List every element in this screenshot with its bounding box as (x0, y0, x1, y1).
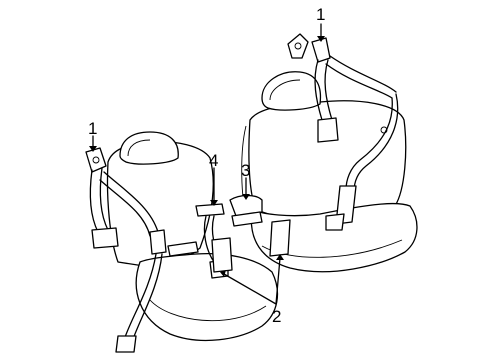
center-buckle-2 (211, 237, 233, 273)
leader-2b (275, 257, 281, 305)
right-retractor (317, 117, 339, 143)
right-seat-cushion (250, 202, 418, 273)
buckle-2-right (269, 219, 291, 257)
left-upper-anchor (85, 147, 107, 173)
center-buckles (167, 194, 291, 279)
left-shoulder-belt (85, 147, 167, 353)
buckle-4 (195, 203, 225, 217)
left-seat (106, 131, 279, 342)
right-upper-anchor (287, 33, 309, 59)
callout-1-top: 1 (316, 5, 325, 24)
callout-leaders (89, 23, 325, 305)
left-seat-headrest (119, 131, 179, 165)
leader-2a (223, 273, 277, 305)
right-seat-headrest (261, 71, 322, 111)
left-seat-cushion (135, 252, 279, 342)
buckle-3 (229, 194, 263, 217)
left-floor-anchor (115, 335, 137, 353)
callout-4: 4 (209, 151, 218, 170)
callout-2: 2 (272, 307, 281, 326)
center-left-buckle (167, 241, 199, 257)
callout-3: 3 (241, 161, 250, 180)
left-guide (149, 229, 167, 255)
left-retractor (91, 227, 119, 249)
right-seat (241, 71, 418, 273)
callout-1-left: 1 (88, 119, 97, 138)
